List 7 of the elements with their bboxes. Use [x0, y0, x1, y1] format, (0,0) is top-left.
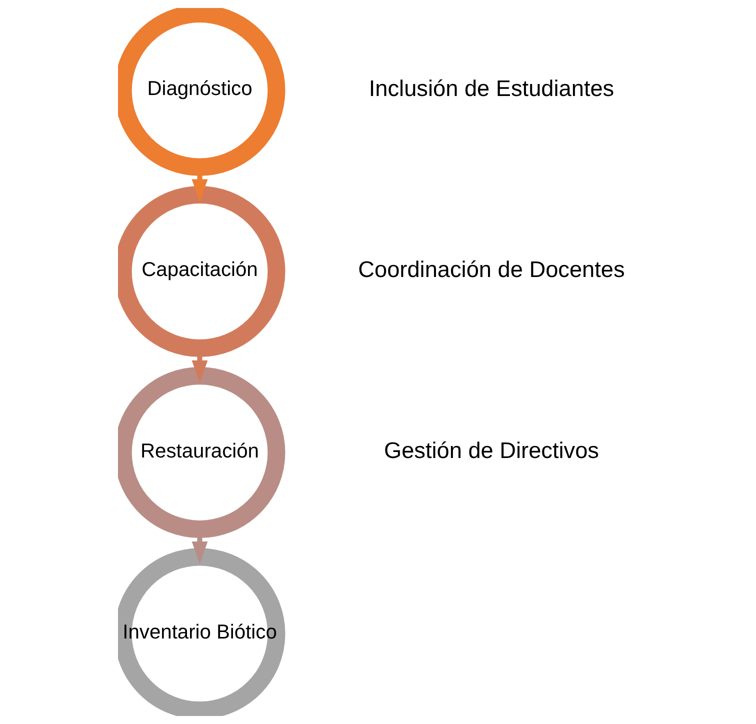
- label: Inclusión de Estudiantes: [368, 76, 614, 101]
- label: Coordinación de Docentes: [358, 256, 625, 282]
- node-circle: Restauración: [118, 367, 286, 538]
- label: Gestión de Directivos: [384, 438, 600, 464]
- node-circle: Diagnóstico: [118, 8, 286, 176]
- node-circle: Inventario Biótico: [118, 548, 286, 716]
- node-circle: Capacitación: [118, 186, 286, 357]
